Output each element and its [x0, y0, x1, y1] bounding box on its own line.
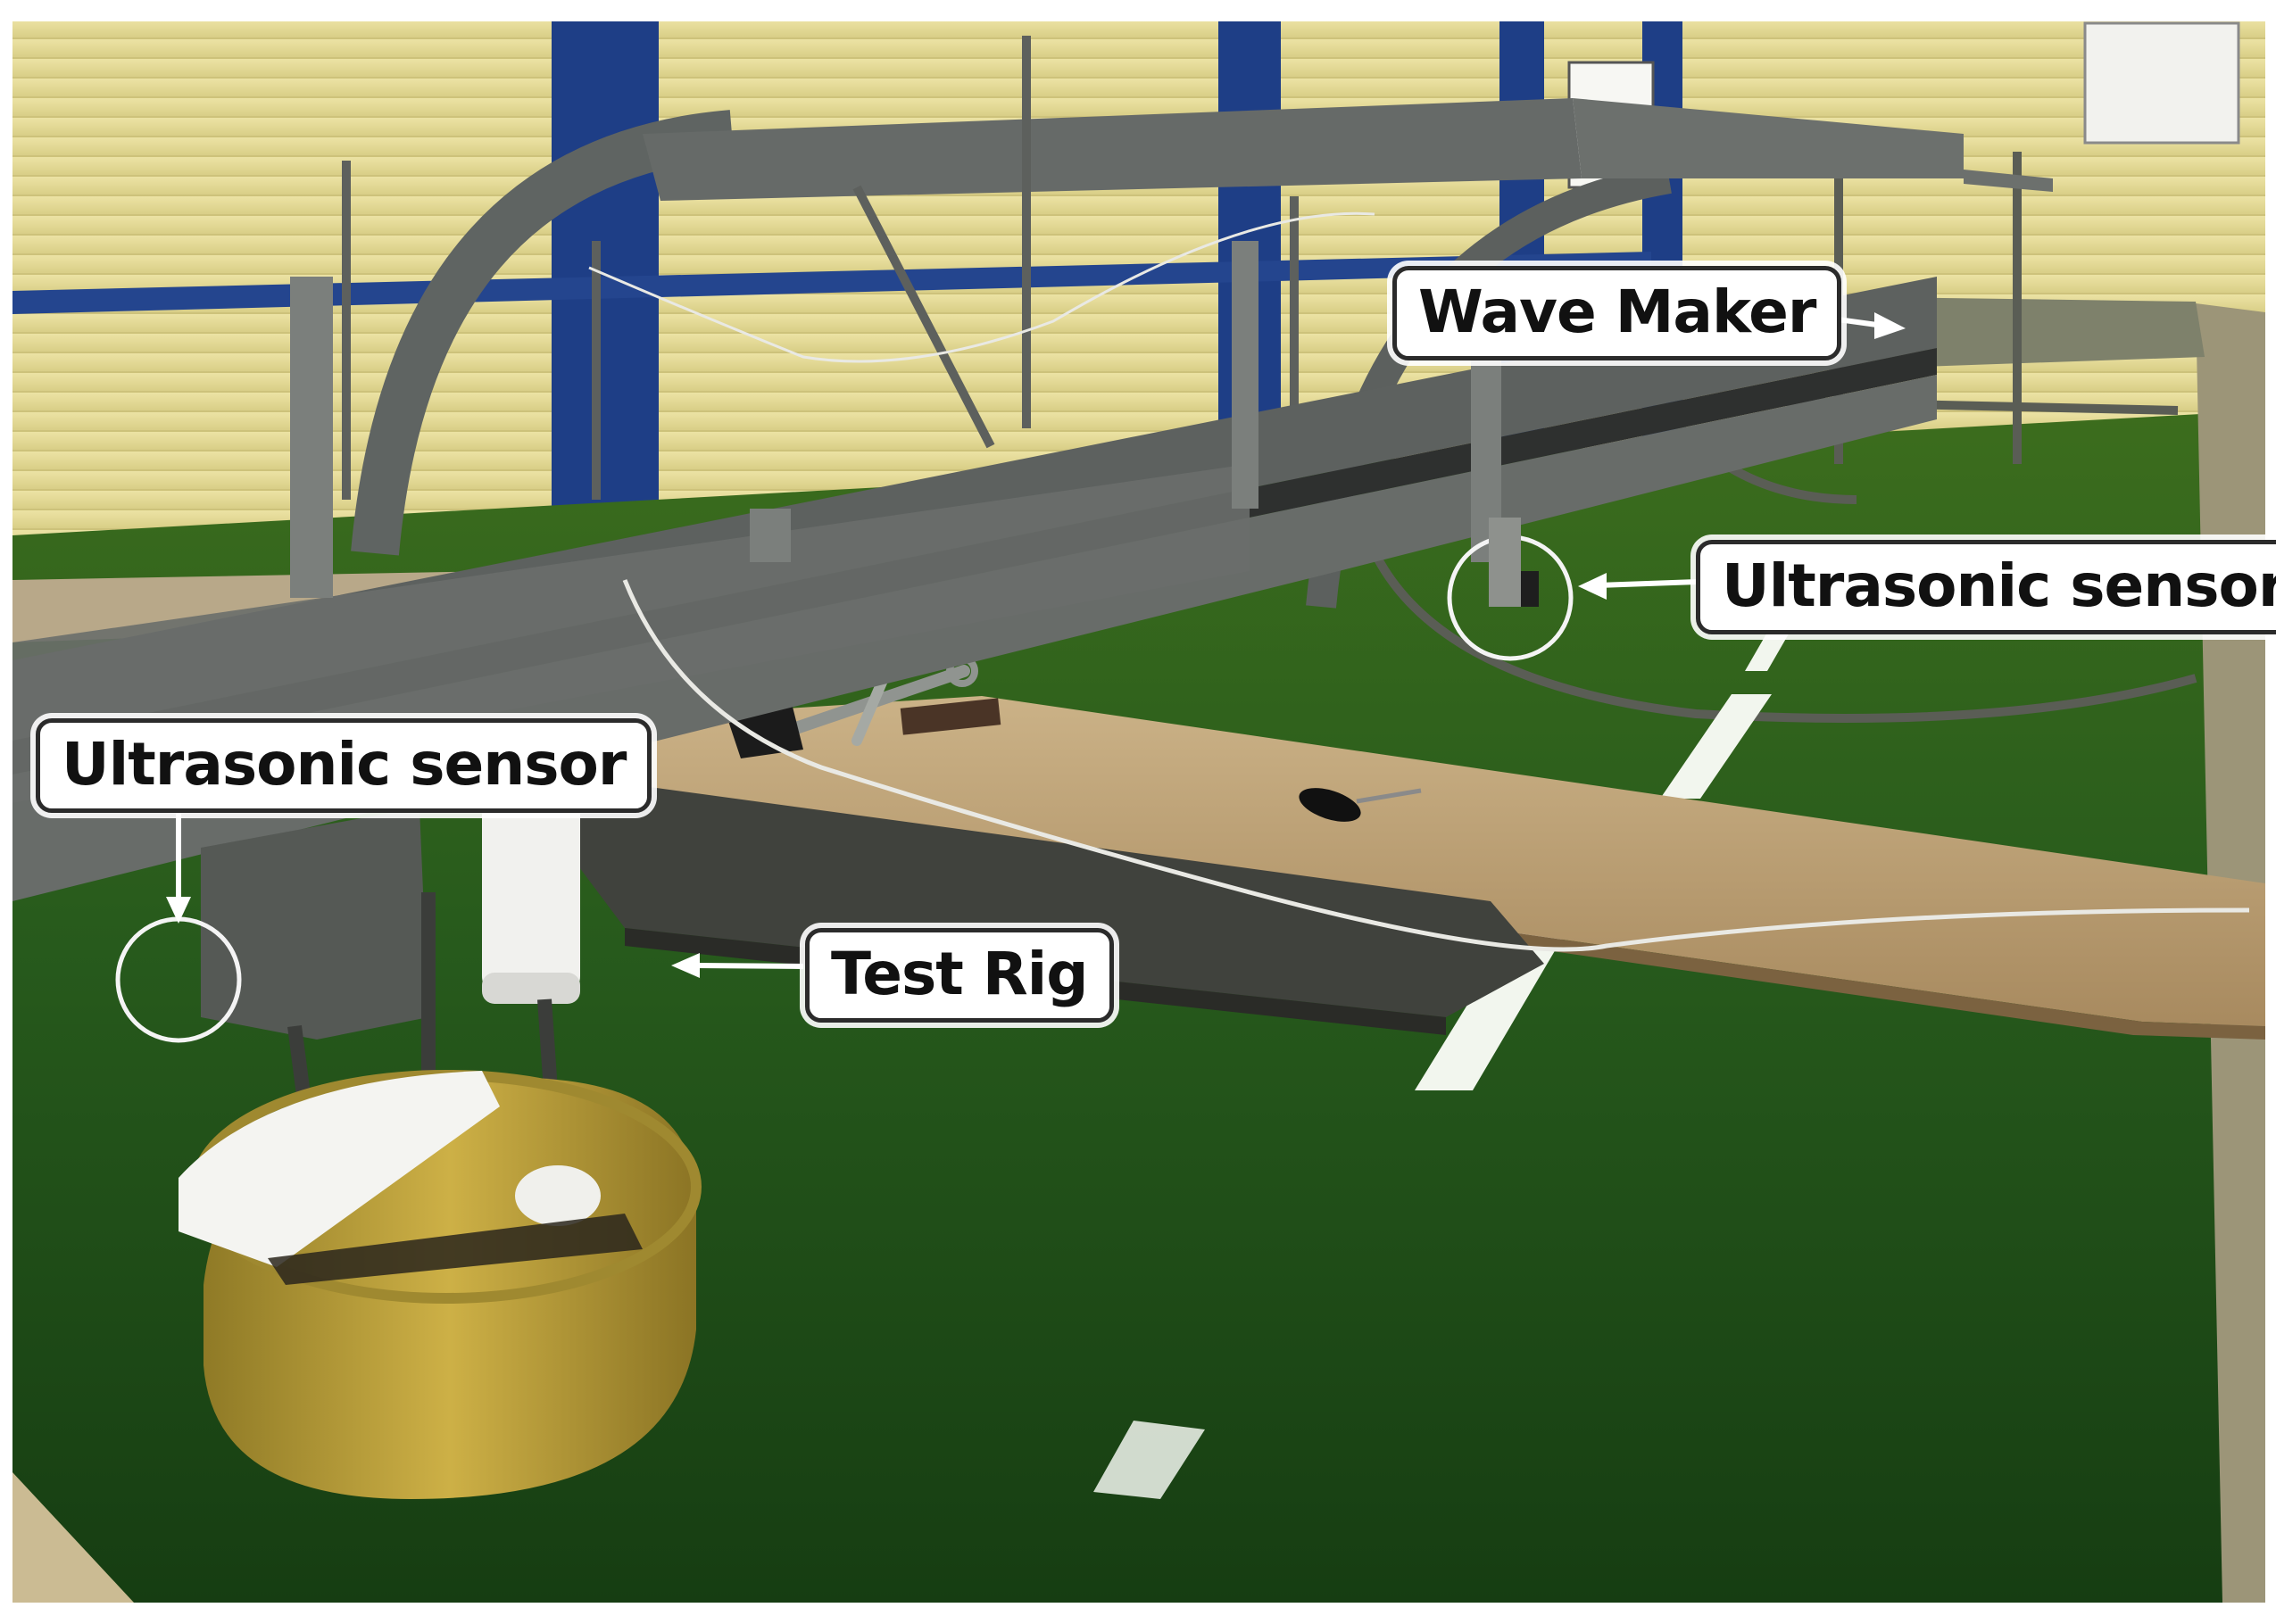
control-panel	[2083, 21, 2240, 145]
beam-posts	[290, 241, 1501, 598]
gantry-arch-left	[351, 110, 735, 556]
ultrasonic-sensor-label-right: Ultrasonic sensor	[1696, 540, 2276, 634]
test-rig-arrowhead	[671, 953, 700, 978]
right-sensor-arrow	[1597, 579, 1699, 588]
gantry-top-beam-tail	[1964, 170, 2053, 192]
test-rig-label: Test Rig	[805, 928, 1114, 1023]
left-sensor-arrowhead	[166, 897, 191, 924]
signal-cable	[622, 579, 2250, 952]
ultrasonic-sensor-label-left: Ultrasonic sensor	[36, 718, 652, 813]
right-sensor-body	[1489, 518, 1521, 607]
test-rig-arrow	[695, 963, 804, 969]
pool-edge-bottom-left	[12, 1472, 134, 1603]
wave-maker-arrowhead	[1874, 312, 1906, 339]
wooden-plank	[536, 696, 2265, 1026]
gantry-top-beam	[643, 98, 1582, 201]
right-sensor-head	[1521, 571, 1539, 607]
white-cylinder	[482, 767, 580, 999]
float-buoy	[179, 1070, 702, 1499]
test-rig-plate	[571, 776, 1544, 1017]
wave-maker-label: Wave Maker	[1392, 266, 1842, 360]
white-cylinder-cap	[482, 973, 580, 1004]
right-sensor-arrowhead	[1578, 573, 1607, 600]
left-sensor-mount	[201, 808, 428, 1040]
overhead-cable	[588, 211, 1375, 363]
gantry-top-beam-far	[1573, 98, 1964, 178]
